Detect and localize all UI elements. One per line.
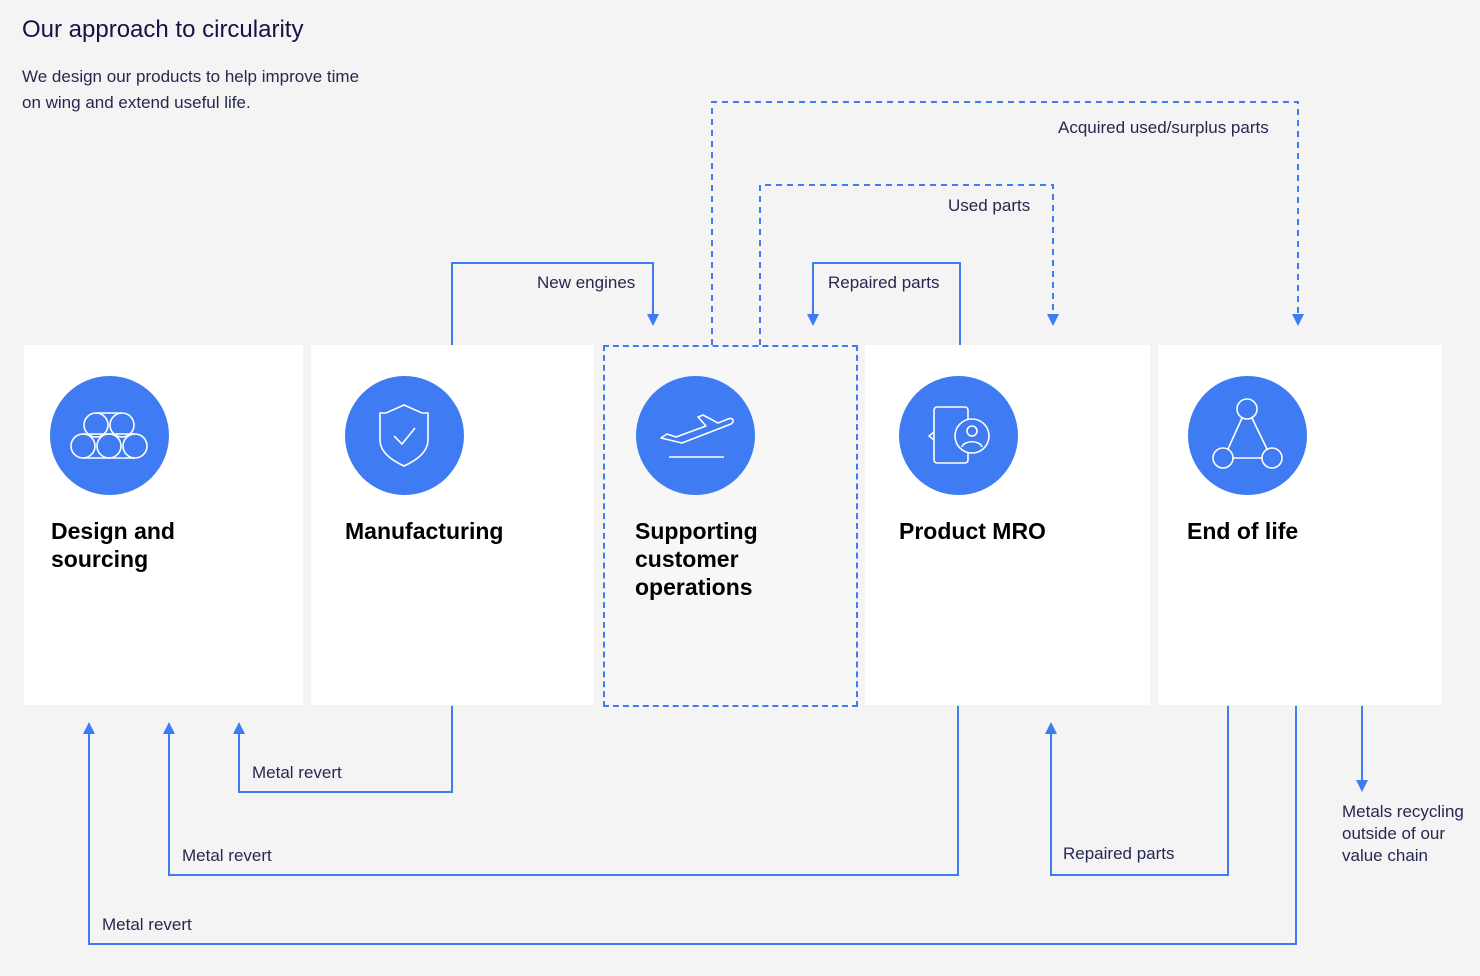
flow-label-acquired-parts: Acquired used/surplus parts xyxy=(1058,118,1269,137)
stage-card-design-sourcing: Design and sourcing xyxy=(24,345,303,705)
flow-label-metal-revert-2: Metal revert xyxy=(182,846,272,865)
flow-metal-revert-2 xyxy=(163,706,959,876)
stage-title: Design and sourcing xyxy=(51,518,175,572)
shield-check-icon xyxy=(345,376,464,495)
flow-repaired-parts-top xyxy=(807,262,961,345)
flow-label-repaired-parts-top: Repaired parts xyxy=(828,273,940,292)
flow-acquired-parts xyxy=(711,101,1304,345)
flow-repaired-parts-bottom xyxy=(1045,706,1229,876)
phone-person-icon xyxy=(899,376,1018,495)
flow-metal-revert-3 xyxy=(83,706,1297,945)
network-triangle-icon xyxy=(1188,376,1307,495)
stage-card-manufacturing: Manufacturing xyxy=(311,345,594,705)
flow-used-parts xyxy=(759,184,1059,345)
stage-title: End of life xyxy=(1187,518,1299,544)
page-title: Our approach to circularity xyxy=(22,16,304,43)
flow-label-used-parts: Used parts xyxy=(948,196,1031,215)
flow-new-engines xyxy=(451,262,659,345)
flow-label-metals-recycling: Metals recycling outside of our value ch… xyxy=(1342,802,1464,865)
stage-card-product-mro: Product MRO xyxy=(865,345,1150,705)
stage-card-customer-operations: Supporting customer operations xyxy=(603,345,858,707)
stage-title: Manufacturing xyxy=(345,518,504,544)
stage-title: Product MRO xyxy=(899,518,1046,544)
flow-label-metal-revert-1: Metal revert xyxy=(252,763,342,782)
page-subtitle: We design our products to help improve t… xyxy=(22,67,360,112)
flow-label-repaired-parts-bottom: Repaired parts xyxy=(1063,844,1175,863)
flow-label-metal-revert-3: Metal revert xyxy=(102,915,192,934)
stage-card-end-of-life: End of life xyxy=(1158,345,1442,705)
flow-label-new-engines: New engines xyxy=(537,273,636,292)
airplane-takeoff-icon xyxy=(636,376,755,495)
materials-icon xyxy=(50,376,169,495)
stage-title: Supporting customer operations xyxy=(635,518,758,600)
flow-metal-revert-1 xyxy=(233,706,453,793)
